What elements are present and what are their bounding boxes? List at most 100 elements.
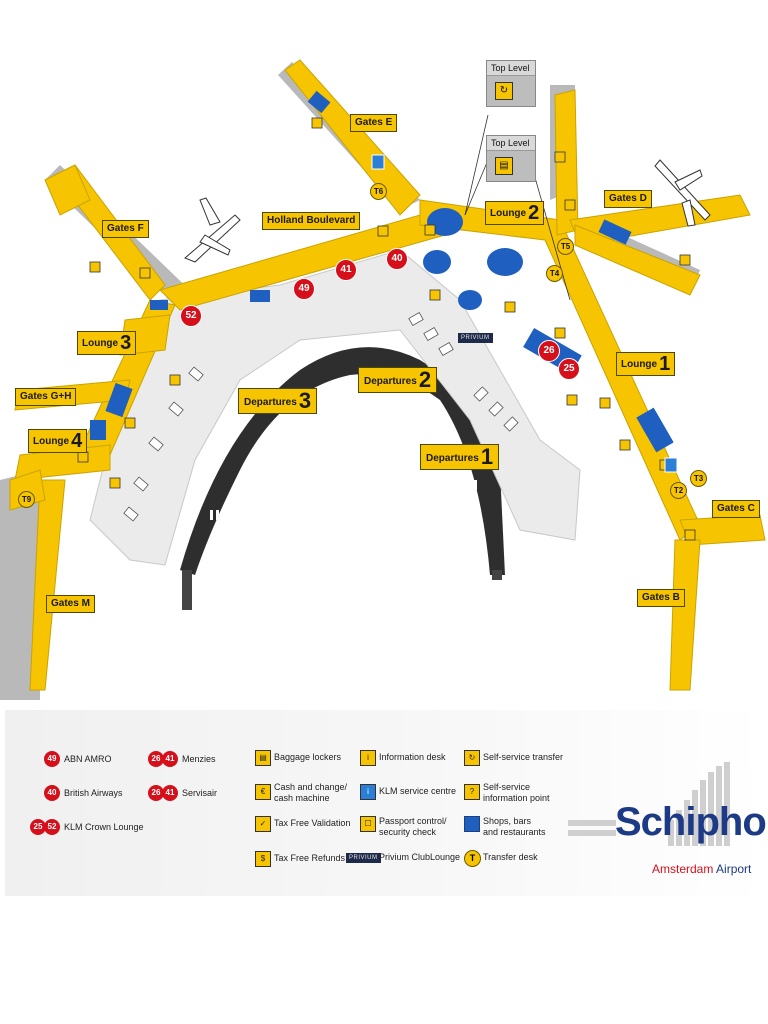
legend-marker-26: 26 [148, 785, 164, 801]
departures-number: 2 [418, 367, 432, 392]
gates-prefix: Gates [609, 193, 637, 204]
departures-text: Departures [244, 397, 297, 408]
legend-cash-change: Cash and change/ cash machine [274, 782, 347, 804]
legend-line: and restaurants [483, 827, 546, 837]
legend-marker-52: 52 [44, 819, 60, 835]
marker-25: 25 [558, 358, 580, 380]
gates-letter: C [747, 503, 755, 514]
legend-line: Cash and change/ [274, 782, 348, 792]
legend-transfer-desk: Transfer desk [483, 852, 538, 862]
top-level-title: Top Level [487, 61, 535, 76]
departures-1-label: Departures1 [420, 444, 500, 470]
marker-40: 40 [386, 248, 408, 270]
legend-marker-41: 41 [162, 751, 178, 767]
airplane-icon [184, 197, 241, 263]
transfer-point-t6: T6 [370, 183, 387, 200]
transfer-point-t9: T9 [18, 491, 35, 508]
gates-d-label: Gates D [604, 190, 652, 208]
legend-passport-control: Passport control/ security check [379, 816, 447, 838]
legend-self-service-info: Self-service information point [483, 782, 550, 804]
legend-abn-amro: ABN AMRO [64, 754, 112, 764]
transfer-point-t5: T5 [557, 238, 574, 255]
holland-boulevard-label: Holland Boulevard [262, 212, 361, 230]
baggage-lockers-icon: ▤ [255, 750, 271, 766]
lounge-text: Lounge [33, 436, 70, 447]
information-desk-icon: i [360, 750, 376, 766]
airplane-icon [654, 159, 711, 227]
departures-number: 1 [480, 444, 494, 469]
legend-klm-service-centre: KLM service centre [379, 786, 457, 796]
transfer-point-t2: T2 [670, 482, 687, 499]
schiphol-logo-subtitle: Amsterdam Airport [652, 862, 751, 876]
legend-marker-26: 26 [148, 751, 164, 767]
cash-machine-icon: € [255, 784, 271, 800]
gates-prefix: Gates [717, 503, 745, 514]
shops-bars-restaurants-icon [464, 816, 480, 832]
legend-line: security check [379, 827, 437, 837]
legend-shops-bars: Shops, bars and restaurants [483, 816, 546, 838]
lounge-text: Lounge [621, 359, 658, 370]
marker-52: 52 [180, 305, 202, 327]
logo-airport: Airport [716, 862, 752, 876]
departures-2-label: Departures2 [358, 367, 438, 393]
lounge-text: Lounge [490, 208, 527, 219]
gates-prefix: Gates [107, 223, 135, 234]
gates-letter: D [639, 193, 647, 204]
gates-e-label: Gates E [350, 114, 398, 132]
gates-letter: M [81, 598, 90, 609]
lounge-number: 2 [528, 202, 540, 224]
gates-letter: B [672, 592, 680, 603]
gates-letter: G+H [50, 391, 72, 402]
legend-self-service-transfer: Self-service transfer [483, 752, 564, 762]
gates-prefix: Gates [642, 592, 670, 603]
lounge-number: 3 [120, 332, 132, 354]
self-service-transfer-icon: ↻ [495, 82, 513, 100]
tax-free-refunds-icon: $ [255, 851, 271, 867]
legend-line: Self-service [483, 782, 531, 792]
gates-c-label: Gates C [712, 500, 760, 518]
self-service-transfer-icon: ↻ [464, 750, 480, 766]
legend-marker-41: 41 [162, 785, 178, 801]
legend-tax-free-refunds: Tax Free Refunds [274, 853, 346, 863]
self-service-info-icon: ? [464, 784, 480, 800]
legend-line: Shops, bars [483, 816, 532, 826]
gates-b-label: Gates B [637, 589, 685, 607]
privium-legend-badge: PRIVIUM [346, 853, 381, 863]
departures-number: 3 [298, 388, 312, 413]
legend-tax-free-validation: Tax Free Validation [274, 818, 351, 828]
departures-text: Departures [426, 453, 479, 464]
map-legend [5, 710, 768, 896]
gates-prefix: Gates [51, 598, 79, 609]
legend-klm-crown-lounge: KLM Crown Lounge [64, 822, 144, 832]
baggage-lockers-icon: ▤ [495, 157, 513, 175]
top-level-box-2: Top Level ▤ [486, 135, 536, 182]
legend-line: Passport control/ [379, 816, 447, 826]
gates-prefix: Gates [355, 117, 383, 128]
transfer-desk-icon: T [464, 850, 481, 867]
marker-41: 41 [335, 259, 357, 281]
transfer-point-t3: T3 [690, 470, 707, 487]
legend-line: information point [483, 793, 550, 803]
gates-prefix: Gates [20, 391, 48, 402]
schiphol-logo-stripes [568, 762, 730, 846]
departures-text: Departures [364, 376, 417, 387]
marker-26: 26 [538, 340, 560, 362]
privium-badge: PRIVIUM [458, 333, 493, 343]
marker-49: 49 [293, 278, 315, 300]
legend-information-desk: Information desk [379, 752, 446, 762]
logo-city: Amsterdam [652, 862, 714, 876]
lounge-text: Lounge [82, 338, 119, 349]
top-level-box-1: Top Level ↻ [486, 60, 536, 107]
klm-service-centre-icon: i [360, 784, 376, 800]
legend-menzies: Menzies [182, 754, 216, 764]
legend-line: cash machine [274, 793, 330, 803]
tax-free-validation-icon: ✓ [255, 816, 271, 832]
gates-letter: F [137, 223, 144, 234]
gates-f-label: Gates F [102, 220, 149, 238]
lounge-number: 4 [71, 430, 83, 452]
transfer-point-t4: T4 [546, 265, 563, 282]
